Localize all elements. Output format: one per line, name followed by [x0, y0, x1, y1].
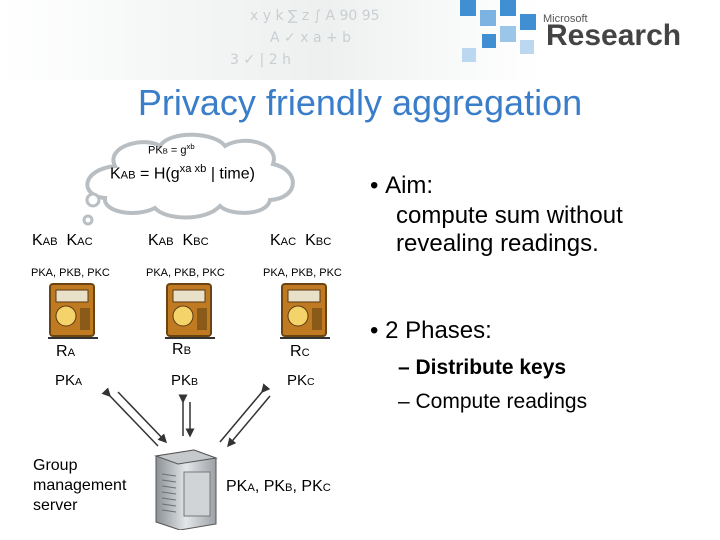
- meter-c-pks: PKA, PKB, PKC: [263, 267, 342, 279]
- cloud-pk-formula: PKB = gxb: [148, 142, 195, 157]
- reading-b: RB: [172, 341, 191, 359]
- meter-c-keys: KAC KBC: [270, 232, 331, 250]
- bullet-phases: • 2 Phases:: [370, 317, 492, 345]
- meter-a-pks: PKA, PKB, PKC: [31, 267, 110, 279]
- pk-label: PK: [301, 478, 323, 495]
- exchange-arrows: [101, 383, 271, 448]
- key-sub: AB: [158, 236, 174, 248]
- public-key-c: PKC: [287, 372, 315, 389]
- server-public-keys: PKA, PKB, PKC: [226, 478, 331, 495]
- phase-item-text: Compute readings: [415, 390, 588, 413]
- reading-c: RC: [290, 343, 310, 361]
- pk-label: PK: [226, 478, 248, 495]
- microsoft-research-logo: Microsoft Research: [460, 0, 681, 62]
- arrow-c-down: [219, 383, 271, 443]
- slide-title: Privacy friendly aggregation: [137, 82, 583, 123]
- key-label: K: [270, 232, 281, 249]
- reading-sub: B: [183, 345, 192, 357]
- brand-small: Microsoft: [543, 13, 588, 25]
- key-sub: AC: [77, 236, 93, 248]
- pk-sub: B: [285, 482, 293, 494]
- header-banner: x y k ∑ z ∫ A 90 95 A ✓ x a + b 3 ✓ | 2 …: [0, 0, 720, 80]
- server-label-line: management: [33, 477, 127, 494]
- bullet-aim-line: revealing readings.: [396, 230, 599, 257]
- pk-sub: C: [322, 482, 331, 494]
- key-sub: AB: [42, 236, 58, 248]
- header-scribble: A ✓ x a + b: [270, 30, 352, 46]
- cloud-key-formula: KAB = H(gxa xb | time): [110, 163, 255, 183]
- cloud-pk-sub: B: [162, 146, 168, 156]
- reading-label: R: [56, 343, 68, 360]
- bullet-aim-line: compute sum without: [396, 202, 623, 229]
- server-label: Group management server: [33, 456, 126, 516]
- bullet-phases-label: 2 Phases:: [385, 317, 492, 344]
- cloud-pk-sup: xb: [186, 142, 195, 151]
- cloud-key-sub: AB: [120, 169, 136, 182]
- key-label: K: [305, 232, 316, 249]
- key-sub: BC: [315, 236, 332, 248]
- pk-label: PK: [171, 372, 192, 389]
- cloud-key-k: K: [110, 165, 121, 183]
- cloud-key-h: = H(g: [135, 165, 180, 183]
- server-label-line: Group: [33, 457, 78, 474]
- pk-sub: A: [75, 376, 83, 388]
- header-scribble: x y k ∑ z ∫ A 90 95: [250, 8, 380, 24]
- bullet-aim-text: compute sum without revealing readings.: [396, 202, 623, 258]
- arrow-a-down: [101, 387, 159, 447]
- pk-sub: B: [191, 376, 199, 388]
- bullet-aim: • Aim:: [370, 172, 433, 200]
- pk-sub: C: [307, 376, 315, 388]
- header-scribble: 3 ✓ | 2 h: [230, 52, 291, 68]
- meter-a-keys: KAB KAC: [32, 232, 93, 250]
- cloud-key-time: | time): [206, 165, 255, 183]
- bullet-aim-label: Aim:: [385, 172, 434, 199]
- thought-cloud: [82, 132, 295, 226]
- reading-label: R: [172, 341, 184, 358]
- phase-item: – Distribute keys: [398, 356, 567, 379]
- key-sub: AC: [280, 236, 297, 248]
- server-label-line: server: [33, 497, 78, 514]
- meter-b-pks: PKA, PKB, PKC: [146, 267, 225, 279]
- arrow-a-up: [117, 391, 168, 444]
- meter-b-keys: KAB KBC: [148, 232, 209, 250]
- key-label: K: [182, 232, 194, 249]
- cloud-pk-eq: = g: [167, 144, 187, 157]
- key-label: K: [148, 232, 159, 249]
- key-label: K: [66, 232, 78, 249]
- reading-a: RA: [56, 343, 75, 361]
- reading-sub: C: [301, 347, 310, 359]
- pk-sub: A: [247, 482, 255, 494]
- server-icon: [154, 449, 218, 530]
- public-key-a: PKA: [55, 372, 82, 389]
- key-label: K: [32, 232, 43, 249]
- reading-label: R: [290, 343, 302, 360]
- arrow-c-up: [227, 395, 271, 448]
- bullet-dot: •: [370, 317, 379, 344]
- cloud-key-sup: xa xb: [179, 163, 207, 175]
- phase-item-text: Distribute keys: [415, 356, 567, 379]
- smart-meter-icon: [165, 283, 215, 339]
- smart-meter-icon: [48, 283, 98, 339]
- cloud-pk-text: PK: [148, 144, 163, 157]
- bullet-dot: •: [370, 172, 379, 199]
- phase-item: – Compute readings: [398, 390, 588, 413]
- public-key-b: PKB: [171, 372, 198, 389]
- brand-large: Research: [546, 19, 681, 52]
- key-sub: BC: [193, 236, 209, 248]
- pk-label: PK: [55, 372, 76, 389]
- smart-meter-icon: [280, 283, 330, 339]
- pk-label: PK: [263, 478, 286, 495]
- reading-sub: A: [67, 347, 76, 359]
- pk-label: PK: [287, 372, 308, 389]
